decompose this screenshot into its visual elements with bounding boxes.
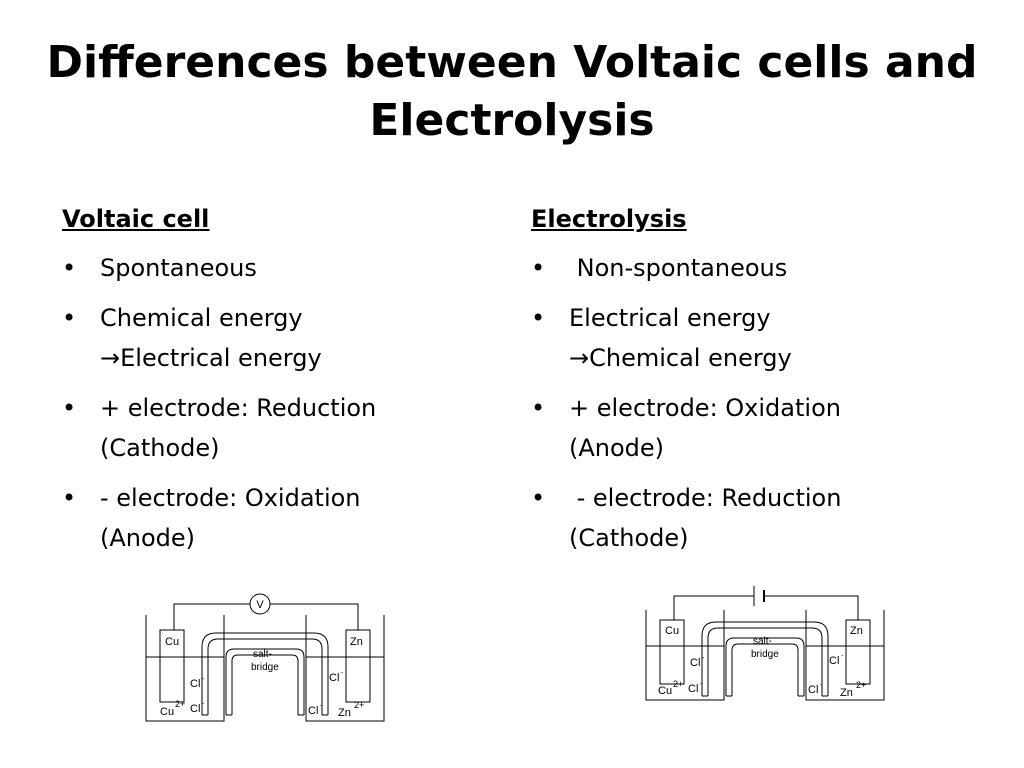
anion-label: Cl	[688, 683, 698, 695]
list-item: •- electrode: Oxidation(Anode)	[62, 478, 482, 558]
voltaic-cell-diagram: V Cu Zn salt- bridge Cl - Cl - Cu 2+ Cl …	[140, 585, 390, 725]
anion-charge: -	[202, 701, 205, 708]
right-cation-charge: 2+	[856, 680, 866, 690]
electrolysis-list: • Non-spontaneous •Electrical energy→Che…	[531, 248, 971, 558]
bullet-icon: •	[531, 484, 546, 512]
list-item: • Non-spontaneous	[531, 248, 971, 288]
bullet-icon: •	[62, 304, 77, 332]
salt-bridge-label-2: bridge	[251, 662, 279, 673]
electrolysis-heading: Electrolysis	[531, 205, 687, 233]
right-cation-label: Zn	[338, 707, 351, 719]
voltaic-list: •Spontaneous •Chemical energy→Electrical…	[62, 248, 482, 558]
list-item: •+ electrode: Oxidation(Anode)	[531, 388, 971, 468]
electrolysis-column: Electrolysis • Non-spontaneous •Electric…	[531, 200, 971, 568]
voltaic-cell-svg: V Cu Zn salt- bridge Cl - Cl - Cu 2+ Cl …	[145, 593, 385, 722]
list-item: •Spontaneous	[62, 248, 482, 288]
anion-charge: -	[700, 681, 703, 688]
salt-bridge-label-2: bridge	[751, 649, 779, 660]
voltmeter-label: V	[256, 599, 264, 611]
anion-charge: -	[841, 653, 844, 660]
right-cation-label: Zn	[840, 687, 853, 699]
bullet-icon: •	[531, 304, 546, 332]
anion-label: Cl	[190, 703, 200, 715]
anion-charge: -	[820, 682, 823, 689]
slide-title: Differences between Voltaic cells and El…	[46, 37, 978, 146]
anion-label: Cl	[190, 678, 200, 690]
anion-charge: -	[202, 676, 205, 683]
anion-charge: -	[320, 703, 323, 710]
left-electrode-label: Cu	[165, 636, 179, 648]
bullet-icon: •	[62, 484, 77, 512]
salt-bridge-label-1: salt-	[253, 649, 272, 660]
list-item: •+ electrode: Reduction(Cathode)	[62, 388, 482, 468]
bullet-icon: •	[62, 394, 77, 422]
voltaic-column: Voltaic cell •Spontaneous •Chemical ener…	[62, 200, 482, 568]
electrolysis-cell-svg: Cu Zn salt- bridge Cl - Cl - Cu 2+ Cl - …	[645, 586, 885, 701]
anion-label: Cl	[690, 657, 700, 669]
left-cation-charge: 2+	[175, 699, 185, 709]
left-electrode-label: Cu	[665, 625, 679, 637]
list-item: •Electrical energy→Chemical energy	[531, 298, 971, 378]
anion-label: Cl	[329, 672, 339, 684]
anion-label: Cl	[308, 705, 318, 717]
list-item: •Chemical energy→Electrical energy	[62, 298, 482, 378]
electrolysis-cell-diagram: Cu Zn salt- bridge Cl - Cl - Cu 2+ Cl - …	[640, 580, 890, 705]
bullet-icon: •	[531, 394, 546, 422]
list-item: • - electrode: Reduction(Cathode)	[531, 478, 971, 558]
anion-label: Cl	[808, 684, 818, 696]
right-cation-charge: 2+	[354, 700, 364, 710]
bullet-icon: •	[62, 254, 77, 282]
right-electrode-label: Zn	[850, 625, 863, 637]
left-cation-label: Cu	[658, 685, 672, 697]
anion-charge: -	[702, 655, 705, 662]
right-electrode-label: Zn	[350, 636, 363, 648]
anion-charge: -	[341, 670, 344, 677]
voltaic-heading: Voltaic cell	[62, 205, 210, 233]
bullet-icon: •	[531, 254, 546, 282]
left-cation-charge: 2+	[673, 679, 683, 689]
anion-label: Cl	[829, 655, 839, 667]
salt-bridge-label-1: salt-	[753, 636, 772, 647]
left-cation-label: Cu	[160, 706, 174, 718]
